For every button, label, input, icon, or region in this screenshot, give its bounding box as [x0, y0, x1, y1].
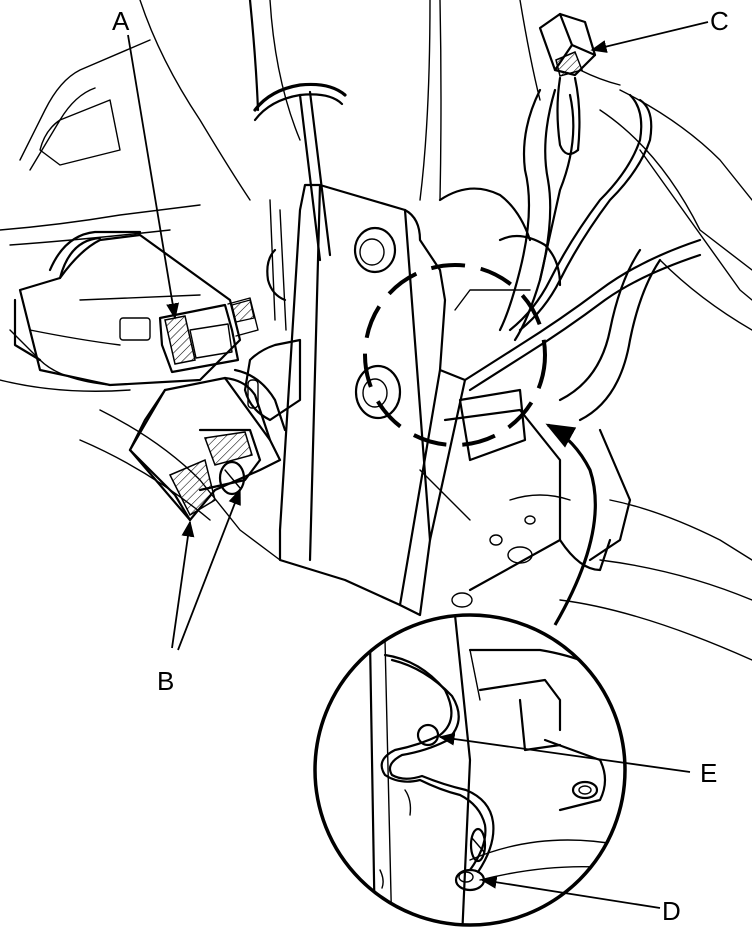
leader-arrow-b1	[171, 520, 195, 649]
leader-arrow-a	[127, 34, 180, 320]
control-unit	[13, 230, 242, 387]
connector-c	[538, 12, 597, 156]
detail-pointer-arrow	[545, 423, 597, 626]
background-structure	[0, 0, 752, 661]
connector-b	[128, 368, 287, 522]
callout-label-a: A	[112, 6, 130, 36]
connector-a	[158, 297, 259, 374]
detail-view	[313, 613, 627, 927]
detail-area-marker	[363, 263, 547, 447]
callout-label-c: C	[710, 6, 729, 36]
leader-arrows	[127, 21, 709, 909]
callout-label-b: B	[157, 666, 174, 696]
body-panel-right	[419, 187, 662, 608]
wire-harness-top	[253, 69, 702, 392]
leader-arrow-c	[590, 21, 709, 53]
leader-arrow-d	[480, 875, 661, 909]
callout-label-d: D	[662, 896, 681, 926]
leader-arrow-b2	[177, 488, 241, 651]
center-bracket	[243, 183, 467, 617]
callout-label-e: E	[700, 758, 717, 788]
leader-arrow-e	[438, 732, 691, 773]
